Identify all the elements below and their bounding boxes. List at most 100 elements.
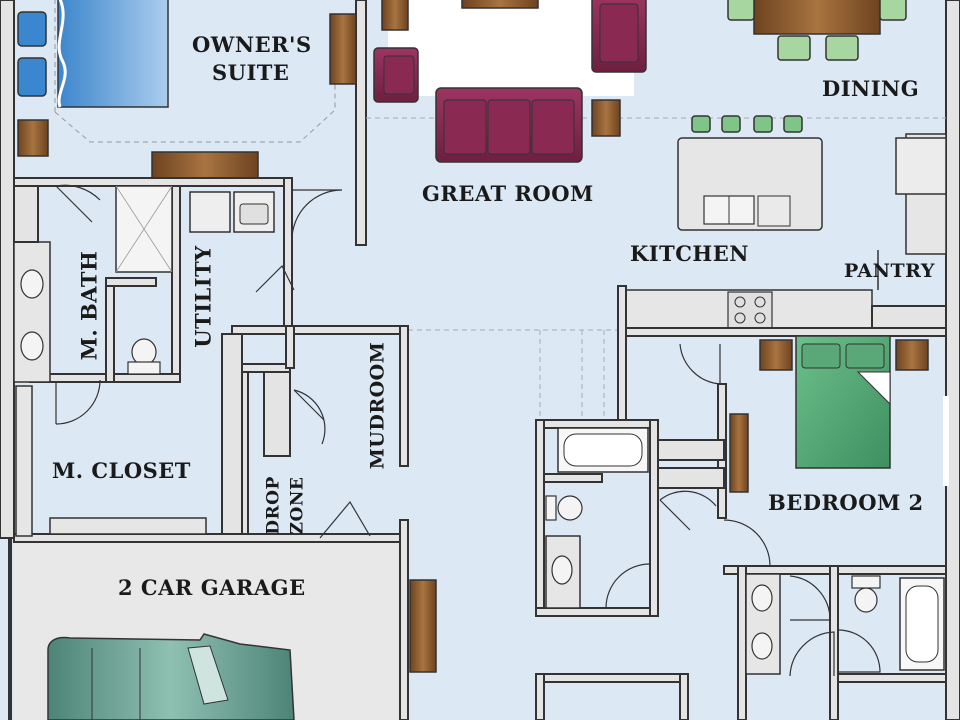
wall-owners-bottom — [13, 177, 293, 187]
wall-bed2-closet — [657, 439, 725, 461]
wall-hall-left — [617, 285, 627, 421]
coffee-table — [461, 0, 539, 9]
label-mudroom: MUDROOM — [366, 341, 389, 470]
door-swing-bath3-b — [789, 631, 835, 677]
wall-garage-top — [13, 533, 407, 543]
stool-2 — [721, 115, 741, 133]
wall-bath-right — [171, 185, 181, 383]
owners-bed — [57, 0, 169, 108]
washer — [189, 191, 231, 233]
label-kitchen: KITCHEN — [630, 241, 749, 266]
owners-pillow-1 — [17, 11, 47, 47]
door-swing-hall-bath — [605, 563, 651, 609]
bath-sink-1 — [20, 269, 44, 299]
wall-bath2-bottom — [535, 607, 657, 617]
wall-mudroom-left — [285, 325, 295, 369]
wall-bed2-closet-2 — [657, 467, 725, 489]
wall-bath2-right — [649, 419, 659, 617]
bed2-nightstand-2 — [895, 339, 929, 371]
toilet-hall-tank — [545, 495, 557, 521]
wall-bottom-box — [535, 673, 687, 683]
toilet-room-wall — [105, 277, 115, 383]
dryer-panel — [239, 203, 269, 225]
wall-bath3-left — [737, 565, 747, 720]
label-owners-suite-2: SUITE — [212, 60, 290, 85]
dining-chair-4 — [825, 35, 859, 61]
wall-bottom-box-right — [679, 673, 689, 720]
wall-bath2-divider — [543, 473, 603, 483]
exterior-wall-left — [0, 0, 15, 539]
car-windshield — [187, 645, 229, 705]
mudroom-bench — [409, 579, 437, 673]
burner-4 — [754, 312, 766, 324]
owners-nightstand — [17, 119, 49, 157]
wall-dropzone-inner — [263, 371, 291, 457]
label-m-bath: M. BATH — [76, 250, 102, 361]
sofa-cushion-3 — [531, 99, 575, 155]
dining-table — [753, 0, 881, 35]
wall-bottom-box-left — [535, 673, 545, 720]
wall-mid-horizontal — [231, 325, 409, 335]
label-garage: 2 CAR GARAGE — [118, 575, 306, 600]
label-owners-suite-1: OWNER'S — [192, 32, 312, 57]
owners-suite-wall-right — [355, 0, 367, 246]
wall-dropzone-left — [241, 363, 249, 535]
pantry-wall-bottom — [871, 305, 947, 331]
wall-bath2-left — [535, 419, 545, 617]
wall-garage-right — [399, 519, 409, 720]
sofa-cushion-2 — [487, 99, 531, 155]
refrigerator — [895, 137, 947, 195]
door-swing-bed2-closet — [723, 519, 771, 567]
door-swing-bed2 — [679, 343, 721, 385]
range — [727, 291, 773, 329]
door-swing-bed2-walk — [659, 490, 717, 531]
bath-sink-2 — [20, 331, 44, 361]
wall-closet-right — [221, 333, 243, 535]
bathtub-hall-inner — [563, 433, 643, 467]
closet-shelf — [49, 517, 207, 535]
burner-1 — [734, 296, 746, 308]
bed2-pillow-2 — [845, 343, 885, 369]
loveseat-right-seat — [599, 3, 639, 63]
dining-chair-2 — [879, 0, 907, 21]
wall-mudroom-right — [399, 325, 409, 467]
toilet-bath3-tank — [851, 575, 881, 589]
owners-bed-blanket — [57, 0, 67, 108]
bed2-pillow-1 — [801, 343, 841, 369]
label-dining: DINING — [822, 76, 920, 101]
wall-bath3-bottom — [837, 673, 947, 683]
toilet-hall — [557, 495, 583, 521]
door-swing-dropzone — [293, 389, 326, 445]
armchair-left-seat — [383, 55, 415, 95]
door-swing-bath3 — [789, 575, 831, 621]
shower-diag-2 — [115, 185, 173, 273]
door-swing-bath3-c — [837, 629, 881, 673]
stool-3 — [753, 115, 773, 133]
owners-tv-stand — [329, 13, 357, 85]
wall-bath2-top — [535, 419, 657, 429]
owners-dresser — [151, 151, 259, 179]
door-swing-garage — [319, 500, 371, 539]
closet-shelf-left — [15, 385, 33, 537]
toilet-bowl — [131, 338, 157, 366]
label-utility: UTILITY — [190, 245, 216, 348]
door-swing-bath — [55, 184, 101, 223]
owners-pillow-2 — [17, 57, 47, 97]
burner-2 — [754, 296, 766, 308]
stool-4 — [783, 115, 803, 133]
exterior-wall-right — [945, 0, 960, 720]
door-swing-closet — [55, 379, 101, 425]
label-drop-zone-1: DROP — [263, 476, 284, 535]
car — [47, 633, 295, 720]
bed2-nightstand-1 — [759, 339, 793, 371]
bath-vanity — [13, 241, 51, 383]
dining-chair-3 — [777, 35, 811, 61]
label-drop-zone-2: ZONE — [287, 476, 308, 535]
bed2-dresser — [729, 413, 749, 493]
door-swing-mudroom — [255, 264, 295, 293]
sink-bath3-2 — [751, 632, 773, 660]
door-swing-utility — [291, 189, 343, 241]
end-table — [591, 99, 621, 137]
owners-suite-tray-ceiling — [54, 40, 336, 143]
bathtub-bath3-inner — [905, 585, 939, 663]
